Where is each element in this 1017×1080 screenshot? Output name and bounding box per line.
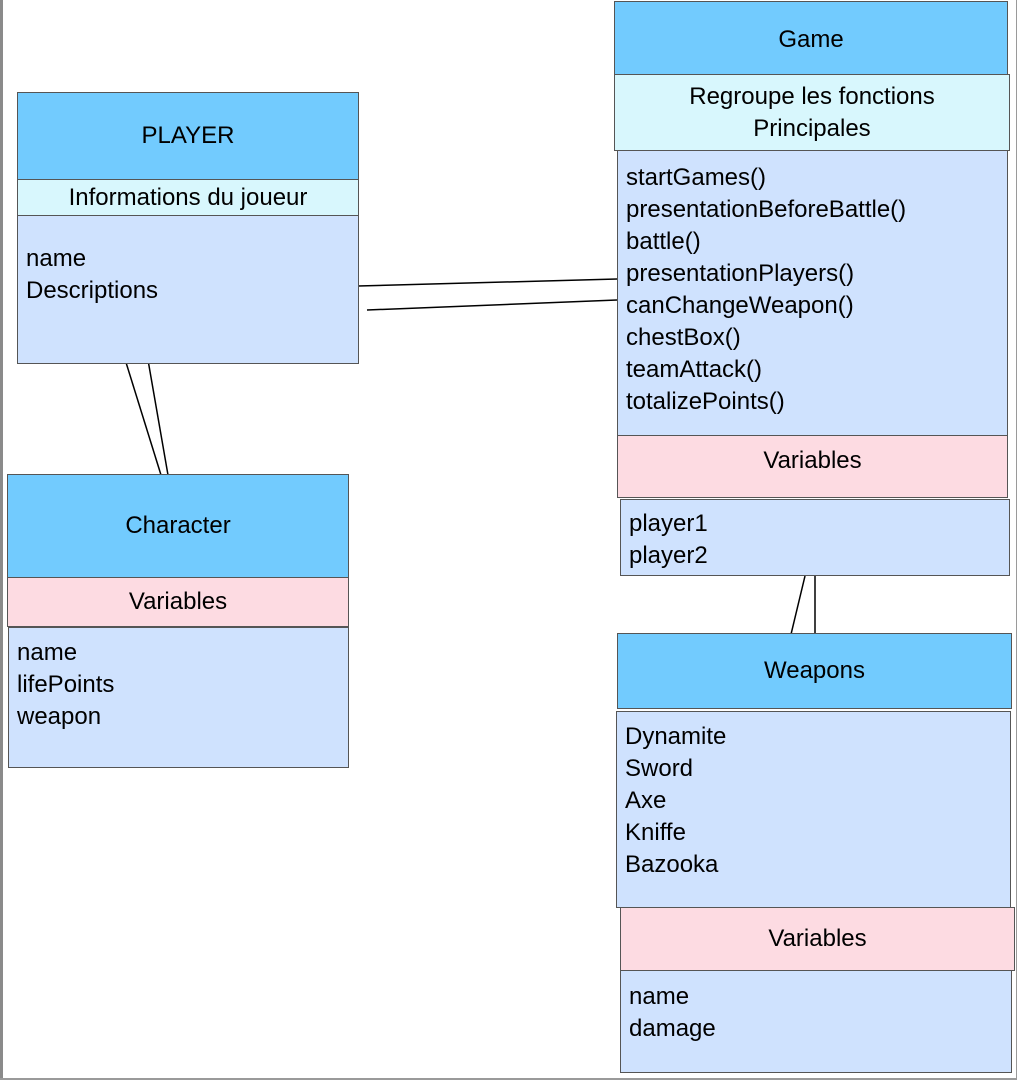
weapons-items-box[interactable]: Dynamite Sword Axe Kniffe Bazooka — [616, 711, 1011, 908]
weapons-item: Bazooka — [625, 851, 719, 878]
game-variables-box[interactable]: player1 player2 — [620, 499, 1010, 576]
player-class-title: PLAYER — [141, 122, 235, 149]
game-variables-header[interactable]: Variables — [617, 435, 1008, 498]
weapons-class-title: Weapons — [764, 657, 865, 684]
game-description-line-1: Regroupe les fonctions — [689, 82, 935, 110]
character-class-title: Character — [125, 512, 231, 539]
game-description-line-2: Principales — [753, 114, 871, 142]
weapons-variable: damage — [629, 1015, 716, 1042]
weapons-item: Axe — [625, 787, 667, 814]
character-variable: name — [17, 639, 78, 666]
game-method: chestBox() — [626, 324, 741, 351]
player-fields-box[interactable]: name Descriptions — [17, 215, 359, 364]
game-class-title: Game — [778, 25, 844, 53]
weapons-variables-label: Variables — [768, 925, 867, 952]
player-class-header[interactable]: PLAYER — [17, 92, 359, 180]
game-method: battle() — [626, 228, 701, 255]
character-variable: weapon — [17, 703, 102, 730]
game-method: presentationBeforeBattle() — [626, 196, 907, 223]
player-field: name — [26, 245, 87, 272]
character-variable: lifePoints — [17, 671, 115, 698]
character-variables-box[interactable]: name lifePoints weapon — [8, 627, 349, 768]
player-class-description[interactable]: Informations du joueur — [17, 179, 359, 216]
character-class-header[interactable]: Character — [7, 474, 349, 578]
character-variables-label: Variables — [128, 588, 228, 615]
canvas-bottom-edge — [0, 1078, 1017, 1080]
player-character-link-2 — [147, 359, 169, 476]
game-method: totalizePoints() — [626, 388, 785, 415]
weapons-item: Dynamite — [625, 723, 727, 750]
player-character-link-1 — [123, 355, 162, 476]
weapons-variables-box[interactable]: name damage — [620, 970, 1012, 1073]
game-variables-label: Variables — [763, 446, 862, 474]
weapons-item: Kniffe — [625, 819, 686, 846]
game-class-header[interactable]: Game — [614, 1, 1008, 78]
character-variables-header[interactable]: Variables — [7, 577, 349, 627]
game-method: startGames() — [626, 164, 767, 191]
game-method: canChangeWeapon() — [626, 292, 854, 319]
game-method: teamAttack() — [626, 356, 763, 383]
game-methods-box[interactable]: startGames() presentationBeforeBattle() … — [617, 150, 1008, 436]
game-method: presentationPlayers() — [626, 260, 855, 287]
player-field: Descriptions — [26, 277, 159, 304]
weapons-item: Sword — [625, 755, 694, 782]
player-game-link-1 — [357, 278, 618, 287]
canvas-left-edge — [0, 0, 3, 1080]
weapons-variables-header[interactable]: Variables — [620, 907, 1015, 971]
weapons-class-header[interactable]: Weapons — [617, 633, 1012, 709]
weapons-variable: name — [629, 983, 690, 1010]
game-variable: player1 — [629, 510, 708, 537]
player-game-link-2 — [366, 299, 618, 311]
game-variable: player2 — [629, 542, 708, 569]
game-class-description[interactable]: Regroupe les fonctions Principales — [614, 74, 1010, 151]
player-description-text: Informations du joueur — [68, 183, 308, 211]
